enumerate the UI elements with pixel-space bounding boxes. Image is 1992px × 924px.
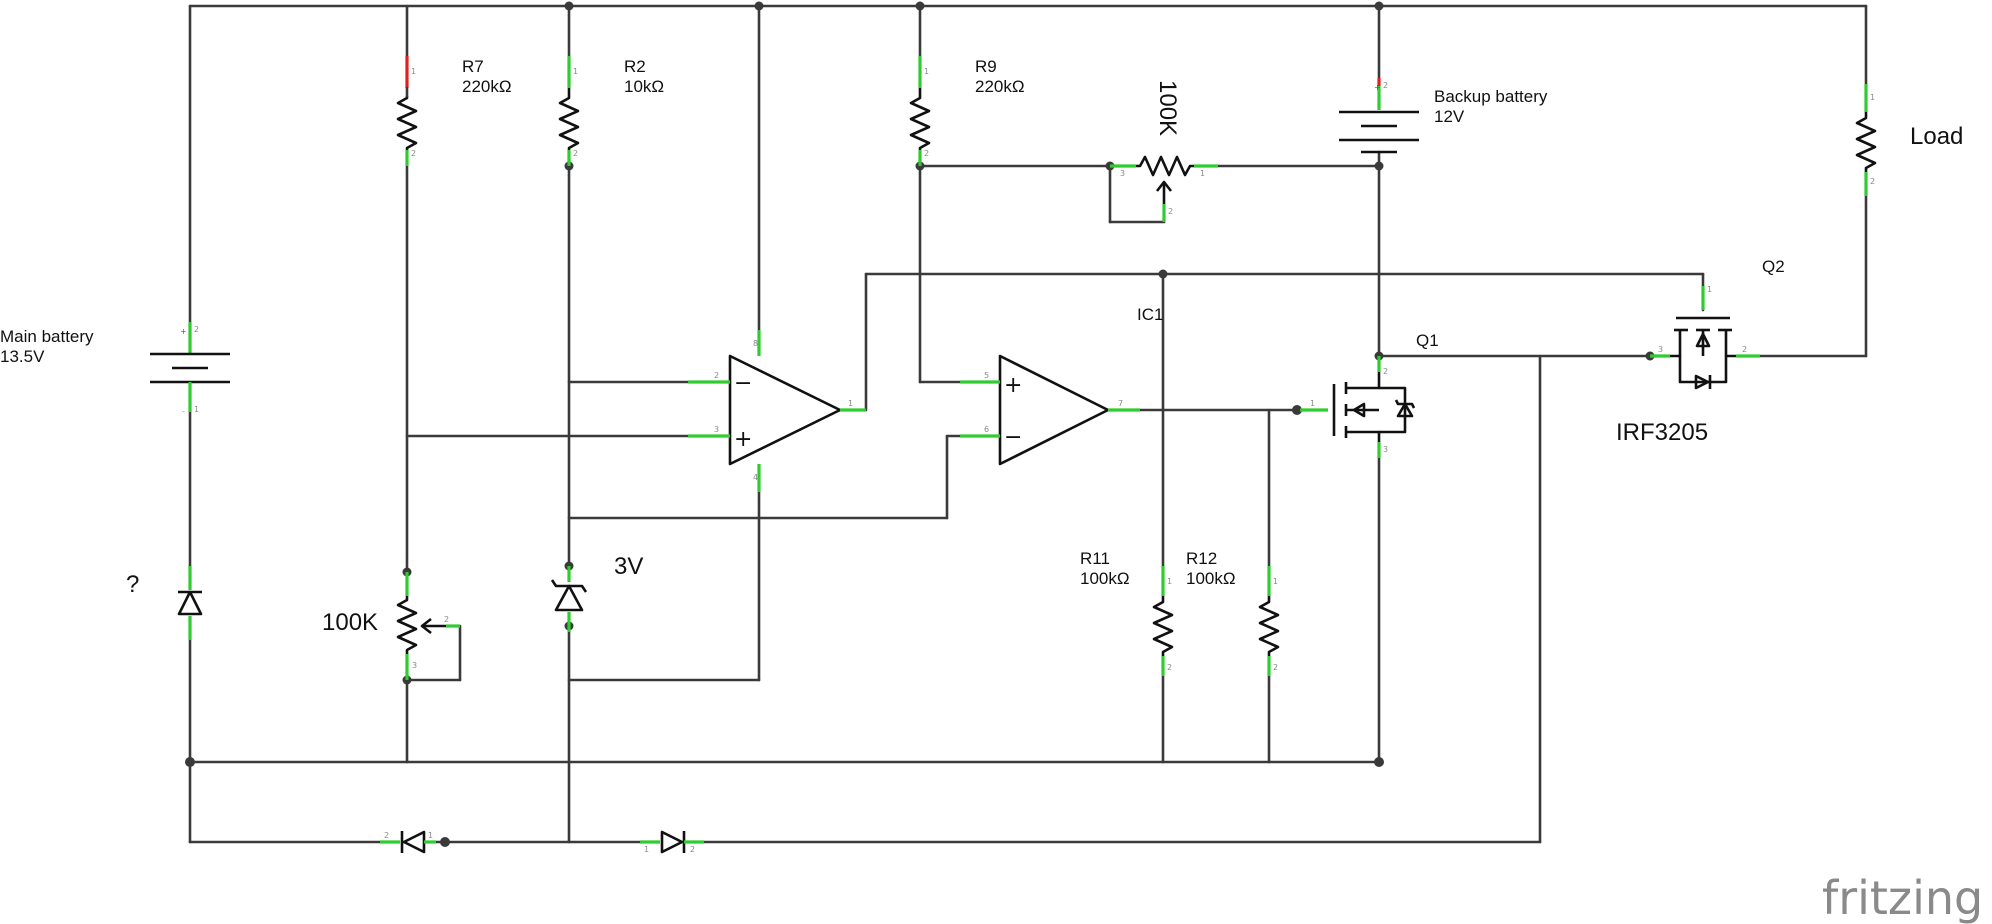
pin-num: 2 <box>384 831 389 840</box>
opamp2-minus-sign: − <box>1004 425 1022 450</box>
resistor-r2 <box>558 56 580 166</box>
pin-num: 3 <box>1383 445 1388 454</box>
pin-num: 2 <box>1383 367 1388 376</box>
pin-num: 5 <box>984 371 989 380</box>
pin-num: 1 <box>1200 169 1205 178</box>
pin-num: 1 <box>411 67 416 76</box>
wires <box>188 4 1868 844</box>
pin-num: 1 <box>1870 93 1875 102</box>
pin-num: 2 <box>573 149 578 158</box>
pot-top-label: 100K <box>1154 80 1181 136</box>
diode-bottom-left <box>380 830 436 854</box>
pin-num: 1 <box>924 67 929 76</box>
pin-num: 1 <box>1707 285 1712 294</box>
opamp2-plus-sign: + <box>1004 373 1022 398</box>
pin-num: 2 <box>714 371 719 380</box>
junction-dots <box>185 1 1655 847</box>
ic1-label: IC1 <box>1137 305 1163 324</box>
fritzing-logo: fritzing <box>1822 871 1983 924</box>
opamp-1 <box>688 330 866 492</box>
opamp1-minus-sign: − <box>734 371 752 396</box>
r2-label: R2 <box>624 57 646 76</box>
opamp1-plus-sign: + <box>734 427 752 452</box>
backup-battery <box>1339 78 1419 154</box>
potentiometer-left <box>396 572 460 680</box>
r12-label: R12 <box>1186 549 1217 568</box>
q2-label: Q2 <box>1762 257 1785 276</box>
pin-num: 2 <box>690 845 695 854</box>
zener-3v <box>550 566 588 632</box>
pin-num: 2 <box>411 149 416 158</box>
pin-num: 7 <box>1118 399 1123 408</box>
pin-numbers: 8 2 3 4 1 5 6 7 1 2 3 1 3 2 3 1 2 2 3 2 … <box>180 67 1875 854</box>
r9-value: 220kΩ <box>975 77 1025 96</box>
pin-num: 1 <box>848 399 853 408</box>
mosfet-q1 <box>1300 356 1416 458</box>
pin-polarity: + <box>1374 83 1381 92</box>
resistor-r11 <box>1152 566 1174 676</box>
pin-num: 2 <box>1870 177 1875 186</box>
pin-num: 4 <box>753 473 758 482</box>
potentiometer-top <box>1110 155 1218 222</box>
zener-label: 3V <box>614 553 643 580</box>
r11-label: R11 <box>1080 549 1110 568</box>
pin-num: 3 <box>412 661 417 670</box>
r7-label: R7 <box>462 57 484 76</box>
mosfet-q2 <box>1650 286 1760 390</box>
pin-num: 1 <box>644 845 649 854</box>
diode-question <box>177 566 203 640</box>
pot-left-label: 100K <box>322 609 378 636</box>
opamp-2 <box>960 354 1140 466</box>
r11-value: 100kΩ <box>1080 569 1130 588</box>
pin-num: 3 <box>1658 345 1663 354</box>
pin-num: 1 <box>1273 577 1278 586</box>
r12-value: 100kΩ <box>1186 569 1236 588</box>
pin-num: 1 <box>1167 577 1172 586</box>
resistor-r12 <box>1258 566 1280 676</box>
main-battery <box>150 322 230 412</box>
r7-value: 220kΩ <box>462 77 512 96</box>
pin-num: 1 <box>428 831 433 840</box>
pin-num: 8 <box>753 339 758 348</box>
pin-num: 2 <box>194 325 199 334</box>
pin-num: 6 <box>984 425 989 434</box>
irf3205-label: IRF3205 <box>1616 419 1708 446</box>
pin-polarity: + <box>180 327 187 336</box>
main-battery-label: Main battery <box>0 327 94 346</box>
pin-num: 2 <box>1273 663 1278 672</box>
pin-num: 2 <box>1383 81 1388 90</box>
load-label: Load <box>1910 123 1963 150</box>
resistor-load <box>1855 84 1877 196</box>
pin-num: 2 <box>1742 345 1747 354</box>
resistor-r9 <box>909 56 931 166</box>
backup-battery-value: 12V <box>1434 107 1465 126</box>
backup-battery-label: Backup battery <box>1434 87 1548 106</box>
pin-polarity: - <box>182 407 185 416</box>
pin-num: 1 <box>194 405 199 414</box>
resistor-r7 <box>396 56 418 166</box>
pin-num: 2 <box>924 149 929 158</box>
diode-bottom-right <box>640 830 704 854</box>
pin-num: 3 <box>1120 169 1125 178</box>
diode-unknown-label: ? <box>126 571 139 598</box>
r9-label: R9 <box>975 57 997 76</box>
main-battery-value: 13.5V <box>0 347 45 366</box>
r2-value: 10kΩ <box>624 77 664 96</box>
pin-num: 2 <box>1168 207 1173 216</box>
pin-num: 2 <box>1167 663 1172 672</box>
pin-num: 2 <box>444 615 449 624</box>
pin-num: 3 <box>714 425 719 434</box>
pin-num: 1 <box>573 67 578 76</box>
q1-label: Q1 <box>1416 331 1439 350</box>
pin-num: 1 <box>1310 399 1315 408</box>
